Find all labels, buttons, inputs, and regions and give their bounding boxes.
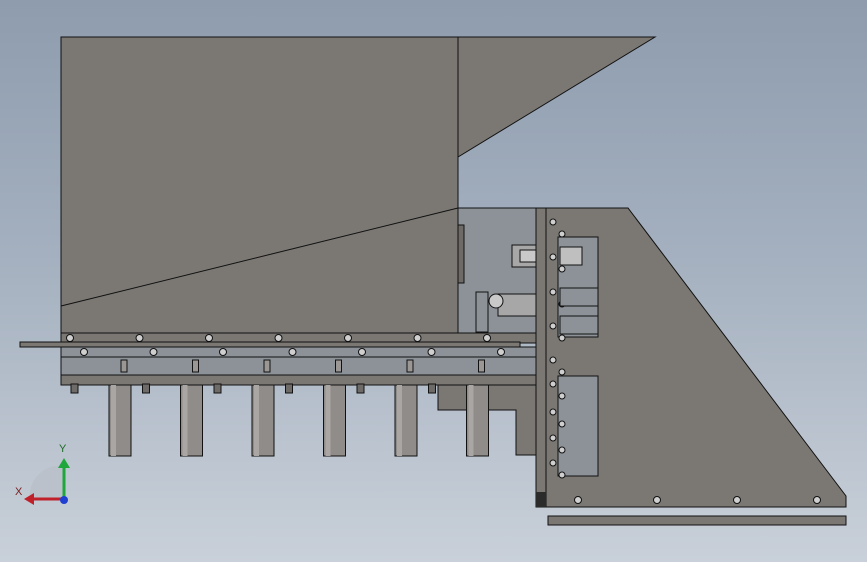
cylinder-nut bbox=[428, 383, 436, 394]
bracket-bolt bbox=[549, 322, 557, 330]
bracket-bolt bbox=[549, 380, 557, 388]
rail-bolt bbox=[80, 348, 88, 356]
valve-block-3[interactable] bbox=[559, 315, 599, 335]
triad-x-label: X bbox=[15, 486, 23, 498]
bracket-bolt bbox=[558, 471, 566, 479]
side-bracket[interactable] bbox=[535, 207, 847, 508]
bracket-bolt bbox=[558, 334, 566, 342]
bracket-bolt bbox=[813, 496, 821, 504]
housing-slot bbox=[457, 224, 465, 284]
cylinder-fitting bbox=[263, 359, 271, 373]
rail-bolts bbox=[66, 334, 505, 356]
bracket-bolt bbox=[549, 253, 557, 261]
cylinder-highlight bbox=[182, 385, 188, 456]
cylinder-fitting bbox=[120, 359, 128, 373]
air-cylinder-lower[interactable] bbox=[497, 293, 537, 317]
bracket-bolt bbox=[549, 288, 557, 296]
bracket-bolt bbox=[549, 459, 557, 467]
cylinder-nut bbox=[142, 383, 150, 394]
chute-plate[interactable] bbox=[457, 36, 657, 158]
rail-bolt bbox=[288, 348, 297, 356]
valve-block-1[interactable] bbox=[559, 246, 583, 266]
cylinder-highlight bbox=[254, 385, 259, 456]
cylinder-fitting bbox=[406, 359, 414, 373]
rail-bolt bbox=[427, 348, 436, 356]
bracket-bolt bbox=[558, 420, 566, 428]
rail-bolt bbox=[344, 334, 352, 342]
bracket-foot-block bbox=[536, 492, 546, 507]
mid-rail[interactable] bbox=[60, 346, 537, 358]
triad-z-dot bbox=[60, 496, 68, 504]
cylinder-nut bbox=[213, 383, 222, 394]
axis-triad bbox=[24, 458, 70, 505]
bracket-bolt bbox=[574, 496, 582, 504]
cylinder-nut bbox=[285, 383, 293, 394]
side-housing[interactable] bbox=[457, 207, 539, 344]
extension-rail[interactable] bbox=[19, 341, 521, 348]
rail-bolt bbox=[483, 334, 491, 342]
bracket-bolt bbox=[558, 265, 566, 273]
bracket-window-lower bbox=[557, 375, 599, 477]
triad-bg-arc bbox=[29, 465, 64, 500]
bracket-bolt bbox=[558, 368, 566, 376]
vacuum-cylinders[interactable] bbox=[70, 359, 489, 457]
cylinder-highlight bbox=[111, 385, 116, 456]
bracket-bolt bbox=[558, 230, 566, 238]
step-block[interactable] bbox=[437, 384, 537, 456]
cylinder-nut bbox=[70, 383, 79, 394]
rail-bolt bbox=[274, 334, 283, 342]
bracket-bolt bbox=[549, 408, 557, 416]
lower-rail[interactable] bbox=[60, 356, 537, 376]
base-plate[interactable] bbox=[547, 515, 847, 526]
rail-bolt bbox=[358, 348, 366, 356]
cylinder-fitting bbox=[478, 359, 485, 373]
rail-bolt bbox=[149, 348, 158, 356]
hex-nut bbox=[488, 293, 504, 309]
bracket-bolt bbox=[549, 218, 557, 226]
rail-bolt bbox=[413, 334, 422, 342]
cylinder-highlight bbox=[397, 385, 402, 456]
rail-bolt bbox=[205, 334, 213, 342]
triad-y-label: Y bbox=[59, 443, 67, 455]
bracket-bolts bbox=[549, 218, 821, 504]
cylinder-nut bbox=[356, 383, 365, 394]
cylinder-fitting bbox=[192, 359, 199, 373]
cylinder-highlight bbox=[468, 385, 474, 456]
rail-bolt bbox=[219, 348, 227, 356]
valve-block-2[interactable] bbox=[559, 287, 599, 307]
hopper-diagonal-edge bbox=[60, 207, 459, 307]
rail-bolt bbox=[497, 348, 505, 356]
triad-x-arrow bbox=[24, 493, 34, 505]
bracket-bolt bbox=[558, 446, 566, 454]
bracket-bolt bbox=[549, 434, 557, 442]
rail-bolt bbox=[66, 334, 74, 342]
cylinder-highlight bbox=[325, 385, 331, 456]
rail-bolt bbox=[135, 334, 144, 342]
clamp-arm[interactable] bbox=[475, 291, 489, 333]
bracket-bolt bbox=[653, 496, 661, 504]
bracket-bolt bbox=[558, 392, 566, 400]
bottom-rail[interactable] bbox=[60, 374, 537, 386]
hopper-box[interactable] bbox=[60, 36, 459, 334]
air-cylinder-upper-rod bbox=[519, 249, 537, 263]
bracket-bolt bbox=[733, 496, 741, 504]
triad-y-arrow bbox=[58, 458, 70, 468]
cylinder-fitting bbox=[335, 359, 342, 373]
bracket-bolt bbox=[549, 356, 557, 364]
